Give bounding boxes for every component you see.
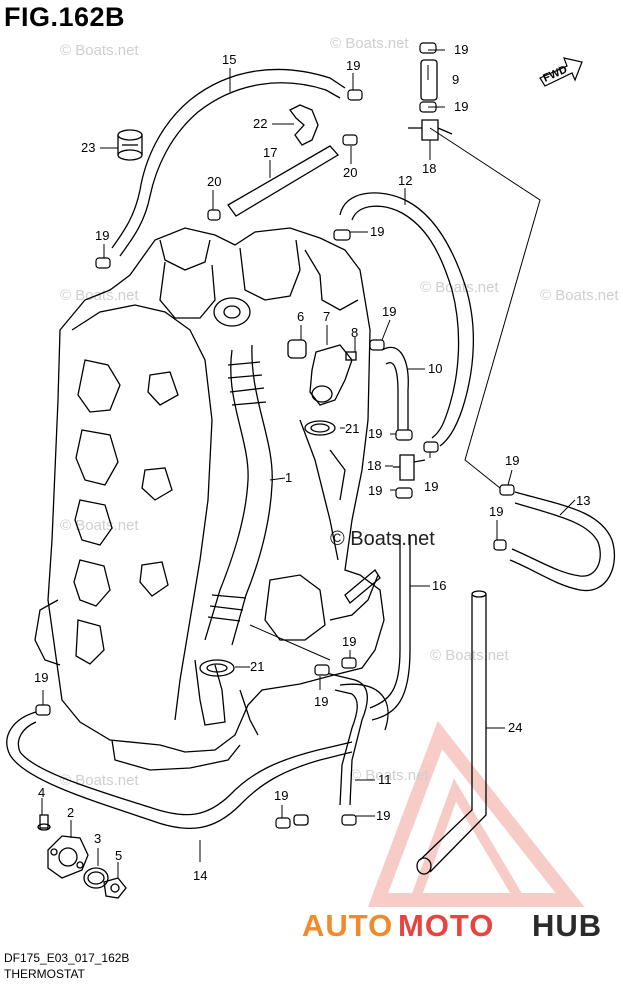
watermark-text: © Boats.net [540,287,619,304]
callout-21: 21 [250,659,264,674]
callout-19: 19 [95,228,109,243]
callout-19: 19 [489,504,503,519]
callout-17: 17 [263,145,277,160]
callout-11: 11 [378,772,392,787]
callout-14: 14 [193,868,207,883]
forward-arrow-icon: FWD [539,57,583,87]
watermark-text: © Boats.net [60,517,139,534]
thermostat-housing [199,339,357,677]
hose-14 [6,683,389,830]
hose-15 [111,68,346,257]
grommet-23 [117,129,143,161]
watermark-large: © Boats.net [330,528,435,550]
hose-10 [381,346,409,430]
logo-triangle [367,720,585,907]
callout-21: 21 [345,421,359,436]
figure-name: THERMOSTAT [4,967,85,981]
figure-code: DF175_E03_017_162B [4,951,130,965]
hose-9 [293,59,453,826]
callout-18b: 18 [367,458,381,473]
callout-10: 10 [428,361,442,376]
callout-19: 19 [34,670,48,685]
watermark-text: © Boats.net [420,279,499,296]
watermark-text: © Boats.net [330,35,409,52]
callout-7: 7 [323,309,330,324]
callout-24: 24 [508,720,522,735]
hose-13 [509,491,616,592]
bracket-22 [289,104,319,146]
callout-19: 19 [314,694,328,709]
callout-19: 19 [370,224,384,239]
watermark-text: © Boats.net [60,772,139,789]
callout-19: 19 [454,99,468,114]
callout-2: 2 [67,805,74,820]
callout-9: 9 [452,72,459,87]
hose-24 [416,590,487,875]
hose-16 [369,535,411,721]
watermark-text: © Boats.net [60,287,139,304]
brand-hub: HUB [532,908,603,943]
callout-13: 13 [576,493,590,508]
hose-clamps [35,42,515,829]
brand-auto: AUTO [302,908,394,943]
engine-block [34,227,385,771]
leader-lines [41,49,576,878]
callout-19: 19 [368,483,382,498]
callout-8: 8 [351,325,358,340]
callout-19: 19 [274,788,288,803]
hose-11 [321,671,368,806]
callout-19: 19 [505,453,519,468]
callout-19: 19 [424,479,438,494]
thermostat-cover-parts [37,814,127,899]
callout-22: 22 [253,116,267,131]
callout-4: 4 [38,785,45,800]
callout-18: 18 [422,161,436,176]
callout-19: 19 [342,634,356,649]
callout-1: 1 [285,470,292,485]
callout-19: 19 [376,808,390,823]
hose-12 [339,192,475,447]
hose-1 [204,297,273,646]
callout-19: 19 [382,304,396,319]
hose-17 [227,145,340,217]
callout-23: 23 [81,140,95,155]
callout-16: 16 [432,578,446,593]
callout-12: 12 [398,173,412,188]
watermark-layer: © Boats.net © Boats.net © Boats.net © Bo… [60,35,619,789]
watermark-text: © Boats.net [60,42,139,59]
watermark-text: © Boats.net [430,647,509,664]
callout-numbers: 1 2 3 4 5 6 7 8 9 10 11 12 13 14 15 16 1… [34,42,590,883]
callout-19: 19 [346,58,360,73]
callout-15: 15 [222,52,236,67]
callout-20: 20 [207,174,221,189]
brand-moto: MOTO [398,908,495,943]
figure-title: FIG.162B [4,2,126,32]
callout-20: 20 [343,165,357,180]
callout-6: 6 [297,309,304,324]
callout-3: 3 [94,831,101,846]
callout-19: 19 [454,42,468,57]
callout-5: 5 [115,848,122,863]
callout-19: 19 [368,426,382,441]
